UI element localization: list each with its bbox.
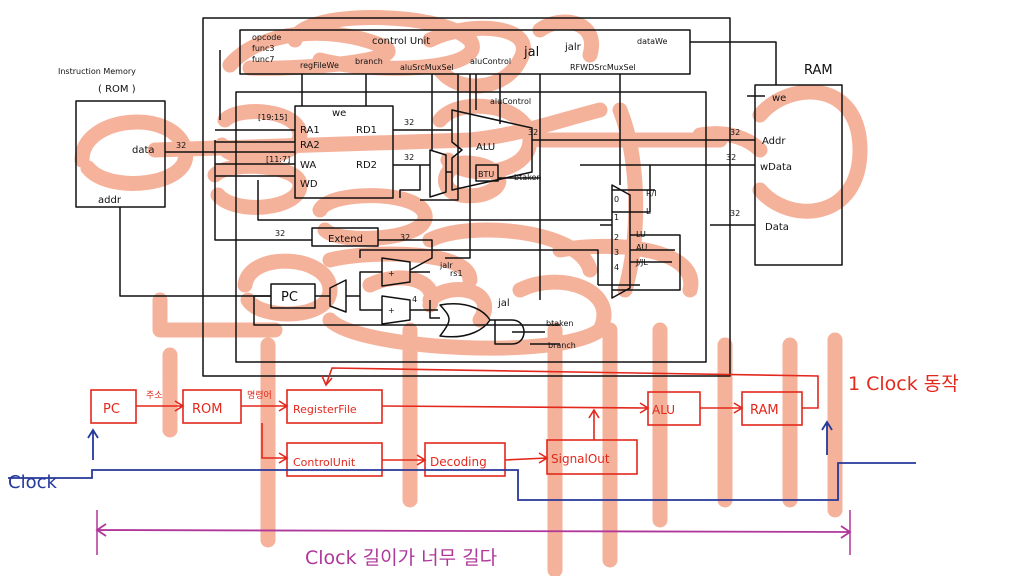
mux-in-3: 3 <box>614 248 619 257</box>
branch-ctrl-label: branch <box>355 57 383 66</box>
regfilewe-label: regFileWe <box>300 61 339 70</box>
adder-plus-1: + <box>388 269 395 278</box>
ra1-port: RA1 <box>300 125 320 136</box>
branch-gate-label: branch <box>548 341 576 350</box>
extend-box <box>311 227 379 247</box>
alu-block-label: ALU <box>652 403 675 417</box>
datapath-frame <box>235 91 707 363</box>
btu-box <box>475 164 499 182</box>
alucontrol-ctrl-label: aluControl <box>470 57 511 66</box>
pc-label: PC <box>281 290 298 305</box>
ram-block-label: RAM <box>750 403 779 418</box>
jj-label: J/JL <box>635 258 648 267</box>
rd1-port: RD1 <box>356 125 377 136</box>
control-unit-box <box>239 29 691 75</box>
timing-block-diagram: PC ROM RegisterFile ControlUnit Decoding… <box>90 367 959 477</box>
registerfile-block-label: RegisterFile <box>293 403 357 416</box>
bus-width-wdata: 32 <box>726 153 736 162</box>
and-gate <box>494 319 525 345</box>
bus-width-rd1: 32 <box>404 118 414 127</box>
cpu-outer-frame <box>202 17 731 377</box>
rom-data-port: data <box>132 145 155 156</box>
btaken-gate-label: btaken <box>546 319 573 328</box>
address-edge-label: 주소 <box>146 390 163 401</box>
regfile-we-port: we <box>332 108 346 119</box>
rom-label: ( ROM ) <box>98 84 136 95</box>
datapath-labels: Instruction Memory ( ROM ) data addr RAM… <box>58 33 833 350</box>
clock-too-long-note: Clock 길이가 너무 길다 <box>305 547 497 569</box>
adder-plus-2: + <box>388 306 395 315</box>
bus-width-rd2: 32 <box>404 153 414 162</box>
ram-addr-port: Addr <box>762 136 786 147</box>
func7-label: func7 <box>252 55 274 64</box>
ram-rdata-port: Data <box>765 222 789 233</box>
clock-label: Clock <box>8 472 57 493</box>
or-gate <box>439 303 491 338</box>
ri-label: R/I <box>646 189 657 198</box>
bus-width-alu: 32 <box>528 128 538 137</box>
btu-label: BTU <box>478 170 494 179</box>
extend-label: Extend <box>328 234 363 245</box>
jalr-mux-label: jalr <box>439 261 453 270</box>
btaken-label: btaken <box>514 173 541 182</box>
jalr-ctrl-label: jalr <box>564 42 582 53</box>
writeback-mux <box>611 184 631 299</box>
rom-block-label: ROM <box>192 402 222 417</box>
bus-width-instr: 32 <box>176 141 186 150</box>
rd2-port: RD2 <box>356 160 377 171</box>
jal-ctrl-label: jal <box>523 45 539 60</box>
au-label: AU <box>636 243 647 252</box>
jal-gate-label: jal <box>497 298 510 309</box>
alucontrol-in-label: aluControl <box>490 97 531 106</box>
instruction-edge-label: 명령어 <box>247 389 272 401</box>
mux-in-2: 2 <box>614 233 619 242</box>
l-label: L <box>646 207 651 216</box>
signalout-block <box>546 439 638 475</box>
clock-period-span: Clock 길이가 너무 길다 <box>95 510 852 569</box>
clock-waveform: Clock <box>8 420 916 501</box>
datawe-label: dataWe <box>637 37 667 46</box>
datapath-lines <box>75 17 843 377</box>
bus-width-addr: 32 <box>730 128 740 137</box>
decoding-block-label: Decoding <box>430 455 487 469</box>
signalout-block-label: SignalOut <box>551 452 610 466</box>
instruction-memory-label: Instruction Memory <box>58 67 136 76</box>
rom-addr-port: addr <box>98 195 122 206</box>
rd-bits-label: [11:7] <box>266 155 290 164</box>
ram-we-port: we <box>772 93 786 104</box>
pc-block-label: PC <box>103 402 120 417</box>
ra2-port: RA2 <box>300 140 320 151</box>
rs1-label: rs1 <box>450 269 463 278</box>
bus-width-ext: 32 <box>400 233 410 242</box>
alusrcmuxsel-label: aluSrcMuxSel <box>400 63 454 72</box>
control-unit-label: control Unit <box>372 36 430 47</box>
mux-in-4: 4 <box>614 263 619 272</box>
controlunit-block-label: ControlUnit <box>293 456 356 469</box>
bus-width-imm: 32 <box>275 229 285 238</box>
opcode-label: opcode <box>252 33 281 42</box>
func3-label: func3 <box>252 44 274 53</box>
wa-port: WA <box>300 160 316 171</box>
orange-highlight-strokes <box>74 10 868 578</box>
wd-port: WD <box>300 179 318 190</box>
alu-label: ALU <box>476 142 495 153</box>
bus-width-rdata: 32 <box>730 209 740 218</box>
mux-in-1: 1 <box>614 213 619 222</box>
one-clock-note: 1 Clock 동작 <box>848 373 959 395</box>
ram-box <box>754 84 843 266</box>
rs1-bits-label: [19:15] <box>258 113 287 122</box>
ram-wdata-port: wData <box>760 162 792 173</box>
rfwdsrcmuxsel-label: RFWDSrcMuxSel <box>570 63 636 72</box>
alu-shape <box>451 109 533 191</box>
ram-label: RAM <box>804 63 833 78</box>
lu-label: LU <box>636 230 646 239</box>
adder-const-4: 4 <box>412 295 417 304</box>
mux-in-0: 0 <box>614 195 619 204</box>
